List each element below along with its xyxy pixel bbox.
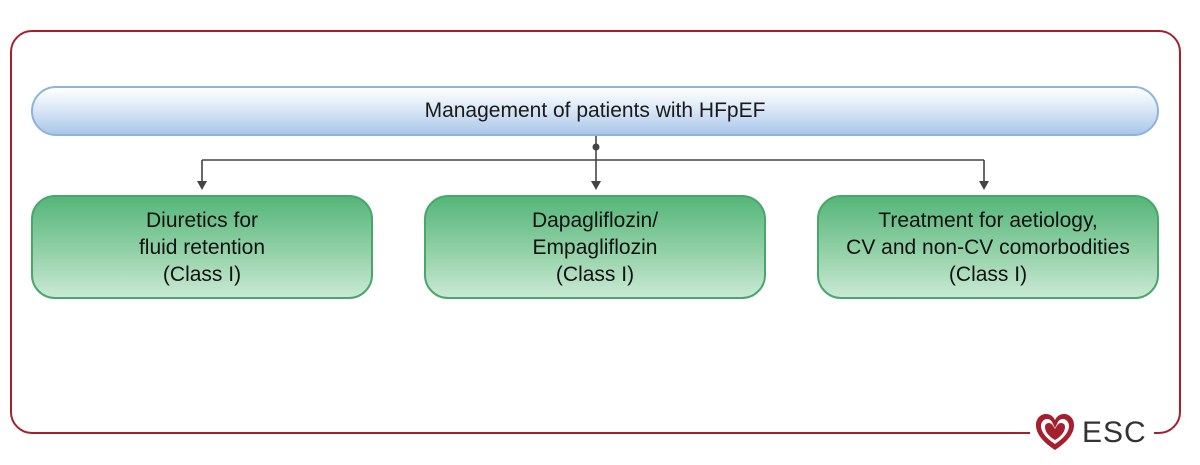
comorbidities-line-1: Treatment for aetiology, [878, 208, 1098, 232]
heart-icon [1036, 414, 1074, 450]
comorbidities-line-3: (Class I) [948, 262, 1028, 286]
arrowhead-center [591, 181, 601, 190]
comorbidities-line-2: CV and non-CV comorbodities [846, 235, 1130, 259]
diuretics-line-2: fluid retention [138, 235, 266, 259]
sglt2-box: Dapagliflozin/ Empagliflozin (Class I) [424, 195, 766, 299]
diuretics-line-1: Diuretics for [145, 208, 259, 232]
diuretics-line-3: (Class I) [162, 262, 242, 286]
esc-logo-text: ESC [1082, 416, 1147, 449]
diuretics-box: Diuretics for fluid retention (Class I) [31, 195, 373, 299]
arrowhead-left [197, 181, 207, 190]
sglt2-line-1: Dapagliflozin/ [531, 208, 659, 232]
sglt2-line-3: (Class I) [555, 262, 635, 286]
comorbidities-box: Treatment for aetiology, CV and non-CV c… [817, 195, 1159, 299]
junction-dot [592, 143, 600, 151]
esc-logo: ESC [1030, 410, 1154, 456]
management-title-box: Management of patients with HFpEF [31, 86, 1159, 136]
sglt2-line-2: Empagliflozin [532, 235, 658, 259]
diagram-frame [10, 30, 1181, 434]
arrowhead-right [979, 181, 989, 190]
management-title: Management of patients with HFpEF [424, 99, 766, 122]
